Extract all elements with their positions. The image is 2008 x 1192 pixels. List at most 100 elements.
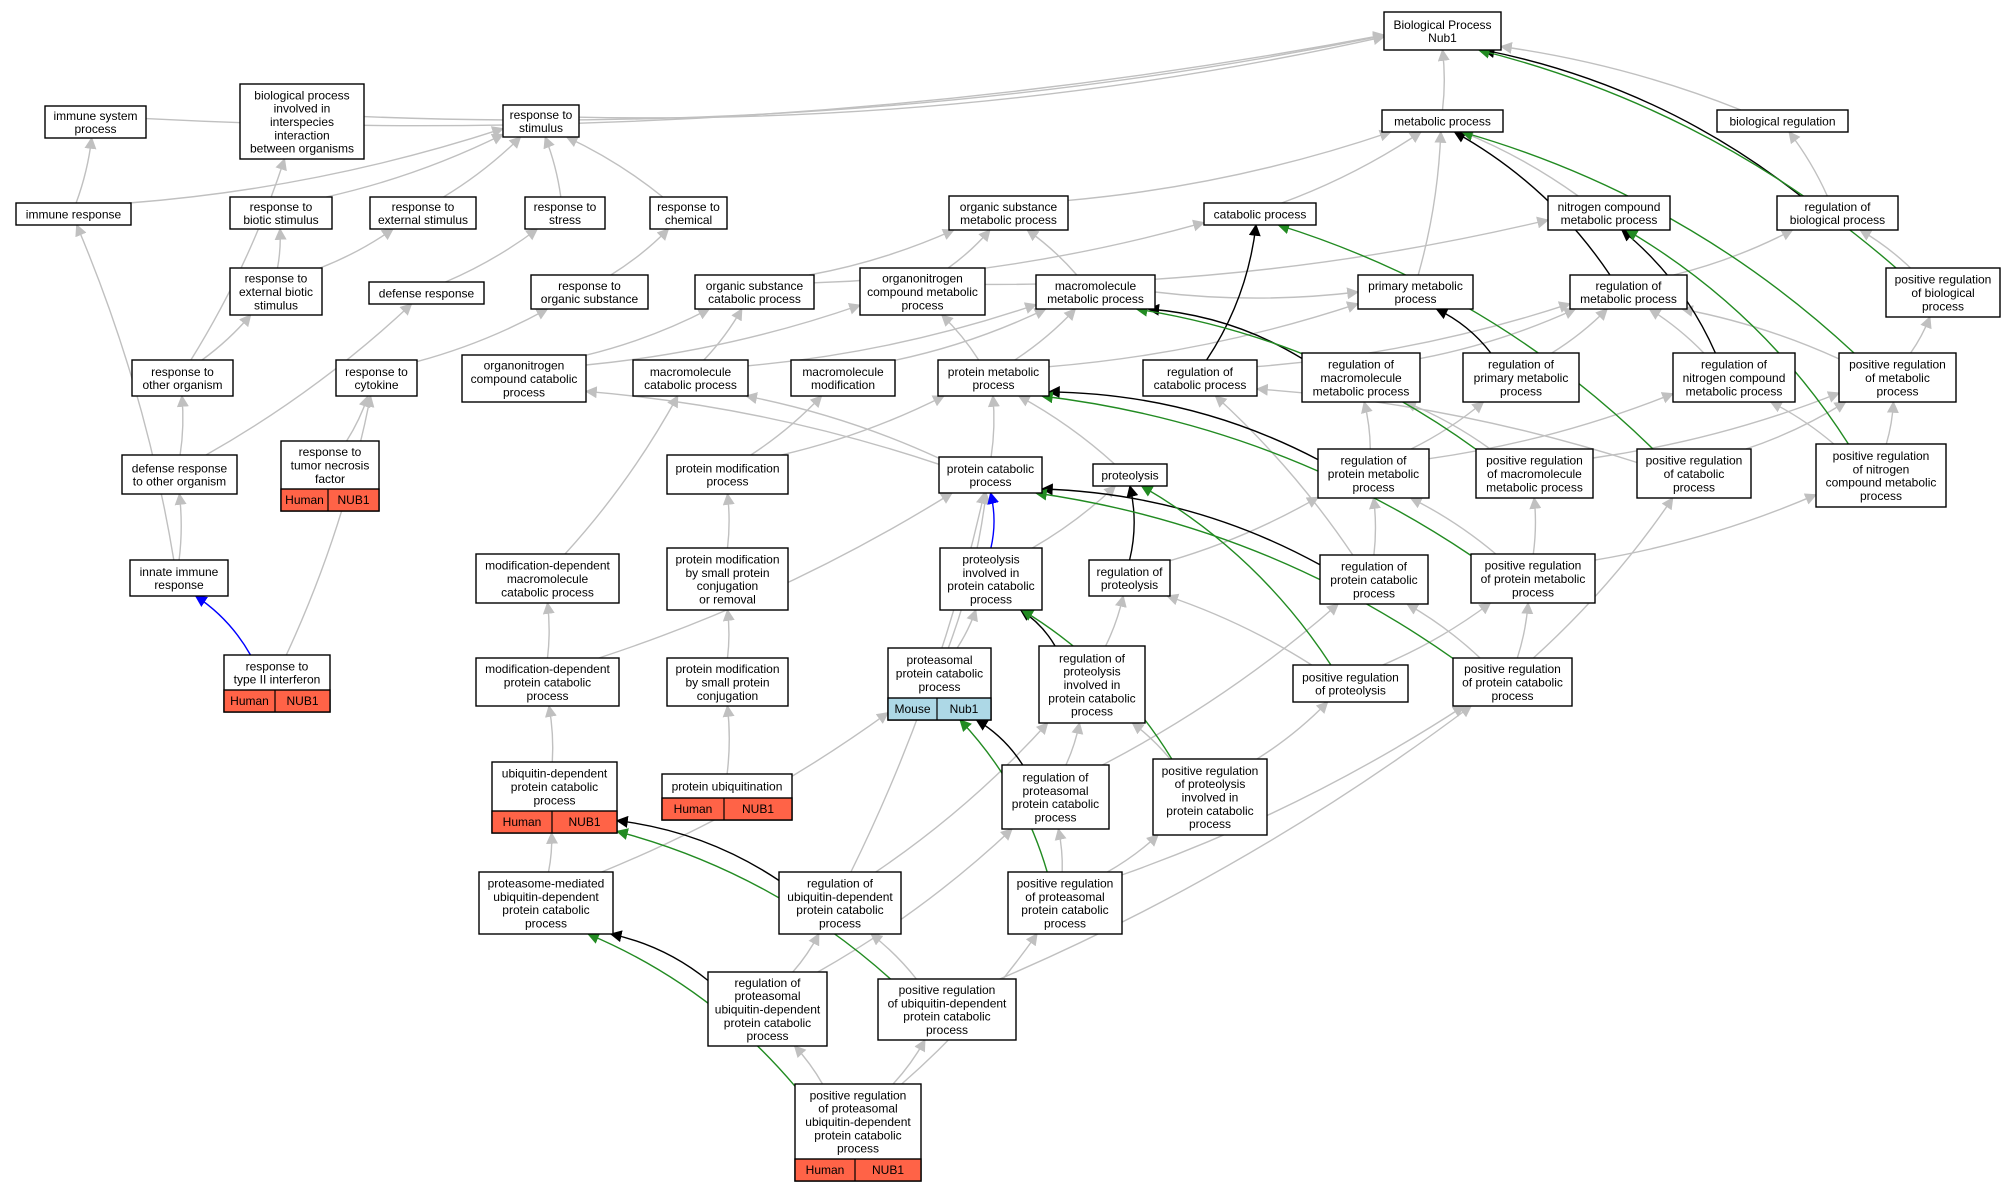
node-label-line: stress — [549, 213, 581, 227]
go-node-reg_ubiquitin_dependent[interactable]: regulation ofubiquitin-dependentprotein … — [778, 871, 902, 935]
node-label-line: involved in — [1064, 678, 1121, 692]
go-node-proteolysis[interactable]: proteolysis — [1092, 463, 1168, 487]
edge-response_other_organism-to-response_external_biotic — [201, 314, 252, 361]
edge-protein_mod_small-to-protein_modification — [722, 492, 735, 549]
node-label-line: involved in — [274, 102, 331, 116]
node-label-line: proteolysis — [1101, 578, 1158, 592]
go-node-biological_regulation[interactable]: biological regulation — [1716, 109, 1849, 133]
edge-pos_reg_protein_catabolic-to-reg_protein_catabolic — [1406, 603, 1481, 659]
go-node-immune_response[interactable]: immune response — [15, 202, 132, 226]
edge-response_stress-to-response_to_stimulus — [543, 135, 562, 198]
node-label-line: regulation of — [807, 877, 874, 891]
go-node-metabolic_process[interactable]: metabolic process — [1381, 109, 1504, 133]
node-box — [15, 202, 132, 226]
go-node-defense_response[interactable]: defense response — [368, 281, 485, 305]
node-label-line: process — [74, 122, 116, 136]
node-label-line: metabolic process — [1580, 292, 1677, 306]
node-label-line: protein catabolic — [1048, 691, 1135, 705]
go-node-proteasome_mediated[interactable]: proteasome-mediatedubiquitin-dependentpr… — [478, 871, 614, 935]
edge-macromolecule_metabolic-to-organic_substance_metabolic — [1026, 229, 1078, 276]
node-label-line: organic substance — [706, 279, 804, 293]
edge-pos_reg_metabolic-to-reg_metabolic — [1680, 305, 1840, 360]
node-label-line: nitrogen compound — [1683, 371, 1786, 385]
node-label-line: primary metabolic — [1368, 279, 1463, 293]
edge-mod_dep_macromolecule_catabolic-to-macromolecule_catabolic — [564, 394, 679, 555]
go-node-reg_proteasomal_ubiquitin[interactable]: regulation ofproteasomalubiquitin-depend… — [707, 971, 828, 1047]
node-label-line: of macromolecule — [1487, 467, 1582, 481]
go-node-mod_dep_macromolecule_catabolic[interactable]: modification-dependentmacromoleculecatab… — [475, 553, 620, 604]
node-box — [229, 267, 323, 316]
node-label-line: of proteasomal — [1025, 890, 1104, 904]
node-box — [1776, 195, 1899, 231]
node-label-line: regulation of — [1701, 358, 1768, 372]
node-label-line: protein catabolic — [947, 579, 1034, 593]
node-label-line: of biological — [1911, 286, 1974, 300]
edge-pos_reg_proteasomal_catabolic-to-reg_proteasomal_catabolic — [1054, 827, 1067, 873]
edge-primary_metabolic-to-metabolic_process — [1417, 130, 1447, 276]
node-label-line: immune system — [53, 109, 137, 123]
node-box — [1475, 448, 1594, 499]
go-node-catabolic_process[interactable]: catabolic process — [1203, 202, 1317, 226]
edge-defense_response-to-response_stress — [445, 228, 539, 283]
edge-pos_reg_proteasomal_ubiquitin-to-reg_proteasomal_ubiquitin — [793, 1045, 824, 1085]
